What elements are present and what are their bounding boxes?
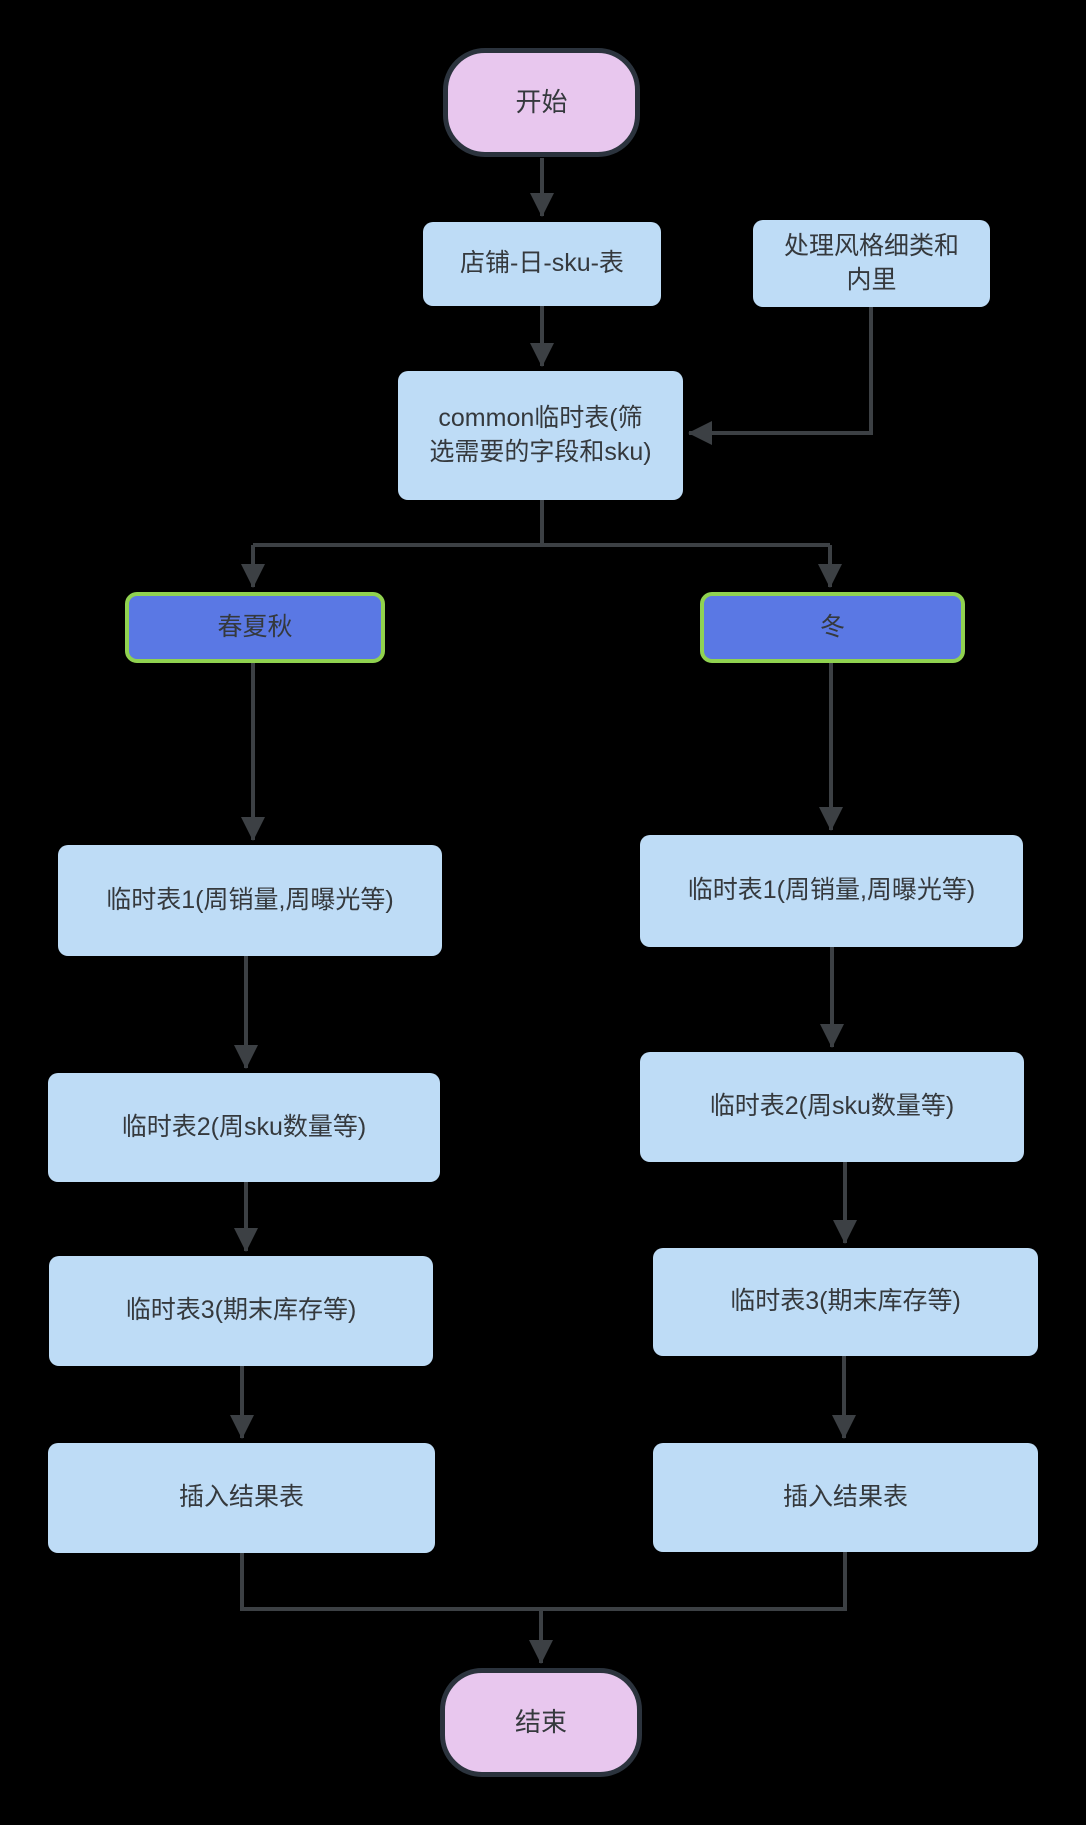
node-start: 开始 [443,48,640,157]
node-end: 结束 [440,1668,642,1777]
node-common-temp-table: common临时表(筛 选需要的字段和sku) [398,371,683,500]
node-left-temp2: 临时表2(周sku数量等) [48,1073,440,1182]
edge-style-to-common [688,307,873,445]
edge-right-insert-to-merge [541,1552,847,1611]
node-season-spring-summer-autumn: 春夏秋 [125,592,385,663]
edge-left-insert-to-merge [240,1553,541,1611]
node-process-style-category: 处理风格细类和 内里 [753,220,990,307]
node-left-insert-result: 插入结果表 [48,1443,435,1553]
node-shop-day-sku-table: 店铺-日-sku-表 [423,222,661,306]
node-right-temp2: 临时表2(周sku数量等) [640,1052,1024,1162]
node-right-temp1: 临时表1(周销量,周曝光等) [640,835,1023,947]
node-season-winter: 冬 [700,592,965,663]
node-left-temp3: 临时表3(期末库存等) [49,1256,433,1366]
node-right-temp3: 临时表3(期末库存等) [653,1248,1038,1356]
node-left-temp1: 临时表1(周销量,周曝光等) [58,845,442,956]
node-right-insert-result: 插入结果表 [653,1443,1038,1552]
